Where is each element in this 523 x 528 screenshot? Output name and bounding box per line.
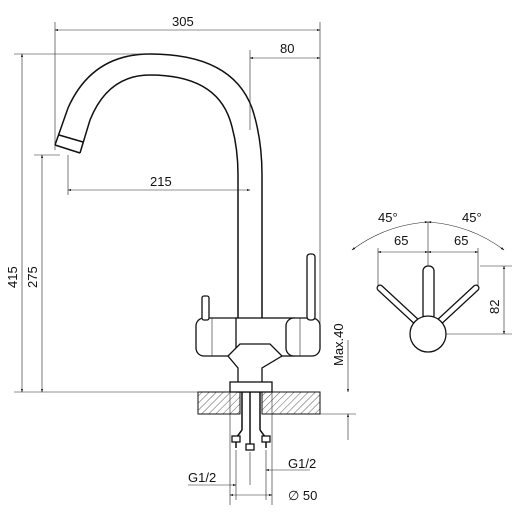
counter-top-left (197, 391, 241, 415)
faucet-top-view: 45° 45° 65 65 82 (351, 210, 512, 353)
dim-overall-width: 305 (172, 14, 194, 29)
dim-spout-offset: 80 (280, 41, 294, 56)
top-handle-left: 65 (394, 233, 408, 248)
spout-tip (54, 144, 81, 154)
dim-hole-diameter: ∅ 50 (288, 488, 317, 503)
dim-max-deck: Max.40 (331, 323, 346, 366)
spout-tip-ring (58, 134, 84, 143)
dim-spout-height: 275 (25, 266, 40, 288)
spout-outline-outer (54, 53, 263, 318)
lever-right[interactable] (306, 253, 316, 321)
top-angle-left: 45° (378, 210, 398, 225)
top-body-circle (409, 315, 447, 353)
dim-thread-right: G1/2 (288, 456, 316, 471)
dim-spout-reach: 215 (150, 174, 172, 189)
top-depth: 82 (487, 300, 502, 314)
side-dimensions: 305 80 215 415 275 Max.40 G1/2 G1/2 (5, 14, 356, 505)
lever-left[interactable] (201, 295, 210, 321)
dim-thread-left: G1/2 (188, 470, 216, 485)
spout-outline-inner (79, 74, 239, 318)
top-spout (422, 265, 435, 321)
top-handle-right: 65 (454, 233, 468, 248)
dim-total-height: 415 (5, 266, 20, 288)
supply-hoses (231, 392, 271, 451)
top-handle-right-arm-fill (433, 285, 479, 328)
top-angle-right: 45° (462, 210, 482, 225)
body-neck (227, 343, 284, 393)
faucet-side-view (54, 53, 321, 451)
mixer-body-right (285, 317, 321, 357)
top-handle-left-arm-fill (377, 285, 423, 328)
counter-top-right (261, 391, 321, 415)
base-collar (229, 381, 273, 393)
